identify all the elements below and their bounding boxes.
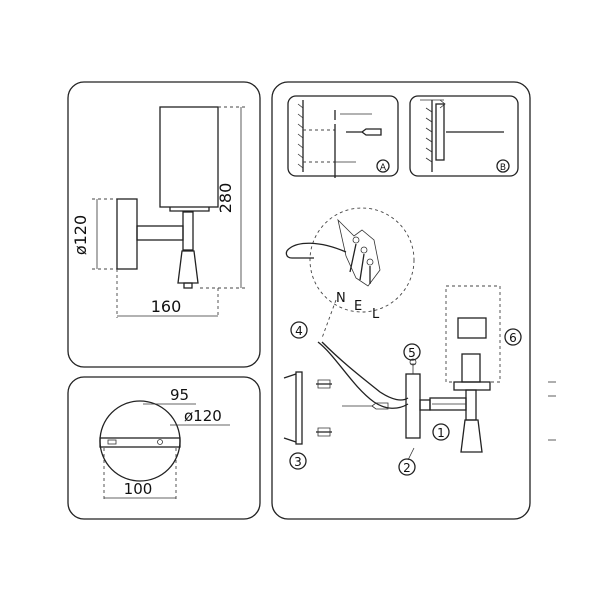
step-6: 6	[509, 331, 517, 345]
step-2-marker	[398, 458, 416, 476]
step-3: 3	[294, 455, 302, 469]
detail-b: B	[409, 95, 519, 177]
installation-panel: A B N E L	[271, 81, 556, 520]
dim-diameter-side: ø120	[71, 215, 90, 255]
side-view-panel: ø120 280 160	[67, 81, 261, 368]
step-5-marker	[403, 343, 421, 361]
step-5: 5	[408, 346, 416, 360]
switch-body	[177, 250, 199, 284]
step-4: 4	[295, 324, 303, 338]
wiring-detail: N E L	[285, 207, 415, 339]
detail-a-label: A	[380, 163, 387, 173]
step-4-marker	[290, 321, 308, 339]
stem	[182, 211, 194, 251]
wire-letter-l: L	[372, 307, 380, 322]
wire-bundle	[317, 341, 409, 409]
detail-b-label: B	[500, 163, 506, 173]
mounting-bracket	[283, 371, 332, 445]
wire-letter-n: N	[336, 291, 346, 306]
step-2: 2	[403, 461, 411, 475]
dim-height: 280	[216, 183, 235, 214]
step-6-marker	[504, 328, 522, 346]
step-1: 1	[437, 426, 445, 440]
wire-letter-e: E	[354, 299, 362, 314]
lamp-shade	[159, 106, 219, 208]
step-3-marker	[289, 452, 307, 470]
dim-bracket: 95	[170, 386, 189, 404]
dim-width: 160	[151, 297, 182, 316]
detail-a: A	[287, 95, 399, 178]
dim-base-width: 100	[124, 480, 153, 498]
dim-diameter-base: ø120	[184, 407, 222, 425]
step-1-marker	[432, 423, 450, 441]
base-view-panel: 95 ø120 100	[67, 376, 261, 520]
